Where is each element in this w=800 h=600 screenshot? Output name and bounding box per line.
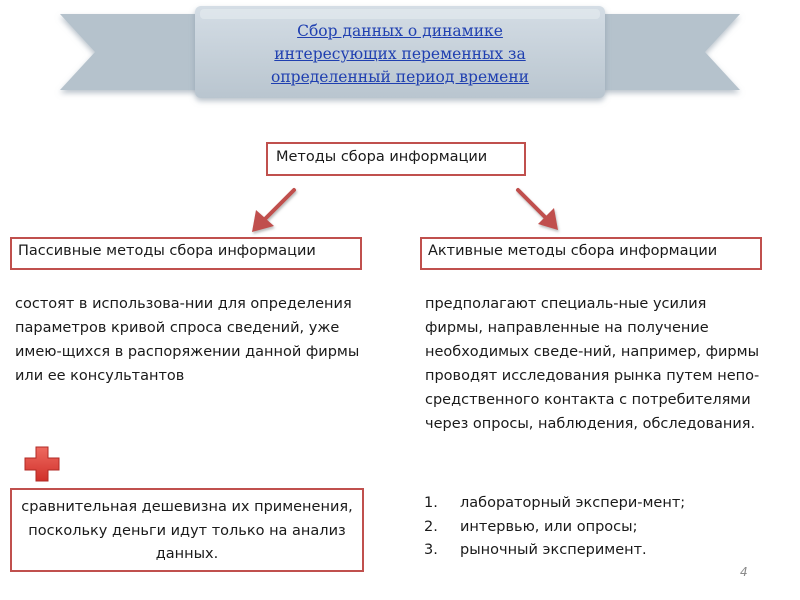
- arrow-down-left-icon: [252, 188, 296, 232]
- list-item: 3. рыночный эксперимент.: [420, 539, 780, 563]
- active-methods-box: Активные методы сбора информации: [420, 237, 762, 270]
- plus-icon: [24, 446, 60, 482]
- banner-ribbon: [60, 6, 740, 98]
- methods-box: Методы сбора информации: [266, 142, 526, 176]
- methods-box-label: Методы сбора информации: [276, 149, 488, 165]
- active-methods-list: 1. лабораторный экспери-мент; 2. интервь…: [420, 492, 780, 563]
- advantage-text: сравнительная дешевизна их применения, п…: [21, 499, 353, 562]
- active-methods-title: Активные методы сбора информации: [428, 243, 718, 259]
- passive-methods-box: Пассивные методы сбора информации: [10, 237, 362, 270]
- active-methods-description: предполагают специаль-ные усилия фирмы, …: [425, 296, 760, 432]
- arrow-down-right-icon: [516, 188, 558, 230]
- list-item-text: лабораторный экспери-мент;: [460, 495, 686, 511]
- list-item-number: 2.: [424, 518, 438, 535]
- advantage-box: сравнительная дешевизна их применения, п…: [10, 488, 364, 572]
- page-number: 4: [740, 565, 748, 579]
- banner-title: Сбор данных о динамике интересующих пере…: [230, 20, 570, 89]
- list-item-text: рыночный эксперимент.: [460, 542, 647, 558]
- banner-title-line: Сбор данных о динамике: [297, 22, 503, 40]
- list-item: 1. лабораторный экспери-мент;: [420, 492, 780, 516]
- list-item: 2. интервью, или опросы;: [420, 516, 780, 540]
- banner-title-line: определенный период времени: [270, 68, 530, 86]
- passive-methods-title: Пассивные методы сбора информации: [18, 243, 316, 259]
- list-item-number: 3.: [424, 542, 438, 558]
- passive-methods-description: состоят в использова-нии для определения…: [15, 296, 360, 384]
- list-item-number: 1.: [424, 495, 438, 511]
- banner-title-line: интересующих переменных за: [274, 45, 526, 63]
- list-item-text: интервью, или опросы;: [460, 518, 638, 535]
